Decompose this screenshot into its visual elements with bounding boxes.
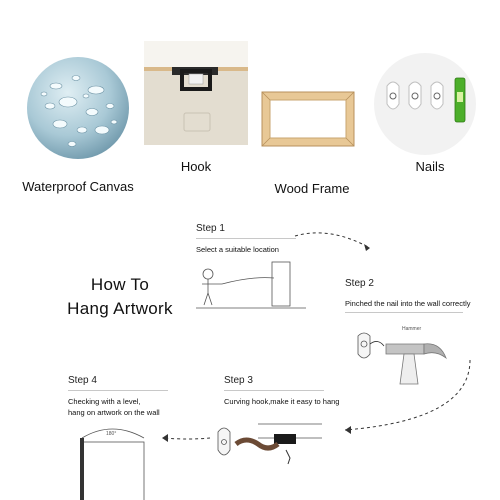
step-3-divider — [224, 390, 324, 391]
step-1-desc: Select a suitable location — [196, 245, 279, 254]
hook-icon — [144, 41, 248, 145]
headline-line-1: How To — [90, 275, 150, 294]
nail-hook-icon — [357, 332, 385, 359]
feature-row: Waterproof Canvas Hook Wood Frame — [0, 0, 500, 200]
step-2-desc: Pinched the nail into the wall correctly — [345, 299, 471, 308]
step-4-desc-line-2: hang on artwork on the wall — [68, 408, 160, 417]
hammer-label: Hammer — [402, 326, 422, 332]
step-2-illustration: Hammer — [357, 326, 447, 385]
water-droplets-icon — [27, 57, 129, 159]
step-4: Step 4 Checking with a level, hang on ar… — [68, 375, 218, 417]
feature-label-waterproof-canvas: Waterproof Canvas — [22, 179, 134, 194]
step-1-illustration — [196, 261, 306, 309]
hammer-icon — [385, 343, 447, 385]
how-to-headline: How To Hang Artwork — [52, 273, 188, 321]
waterproof-canvas-image — [26, 56, 130, 160]
wood-frame-icon — [261, 91, 355, 147]
feature-label-hook: Hook — [180, 159, 212, 174]
step-2: Step 2 Pinched the nail into the wall co… — [345, 278, 495, 313]
step-1-title: Step 1 — [196, 223, 225, 234]
headline-line-2: Hang Artwork — [67, 299, 173, 318]
step-2-divider — [345, 312, 463, 313]
step-3: Step 3 Curving hook,make it easy to hang — [224, 375, 374, 406]
feature-label-wood-frame: Wood Frame — [274, 181, 350, 196]
nails-image — [373, 52, 477, 156]
nails-icon — [374, 53, 476, 155]
step-4-illustration: 180° — [80, 428, 145, 500]
step-1: Step 1 Select a suitable location — [196, 223, 336, 254]
step-3-desc: Curving hook,make it easy to hang — [224, 397, 340, 406]
step-4-title: Step 4 — [68, 375, 97, 386]
step-4-desc-line-1: Checking with a level, — [68, 397, 141, 406]
angle-label: 180° — [106, 431, 116, 437]
step-1-divider — [196, 238, 296, 239]
step-3-title: Step 3 — [224, 375, 253, 386]
wood-frame-image — [258, 88, 358, 150]
step-3-illustration — [217, 423, 322, 465]
step-4-divider — [68, 390, 168, 391]
feature-label-nails: Nails — [415, 159, 445, 174]
hook-image — [144, 41, 248, 145]
step-2-title: Step 2 — [345, 278, 374, 289]
